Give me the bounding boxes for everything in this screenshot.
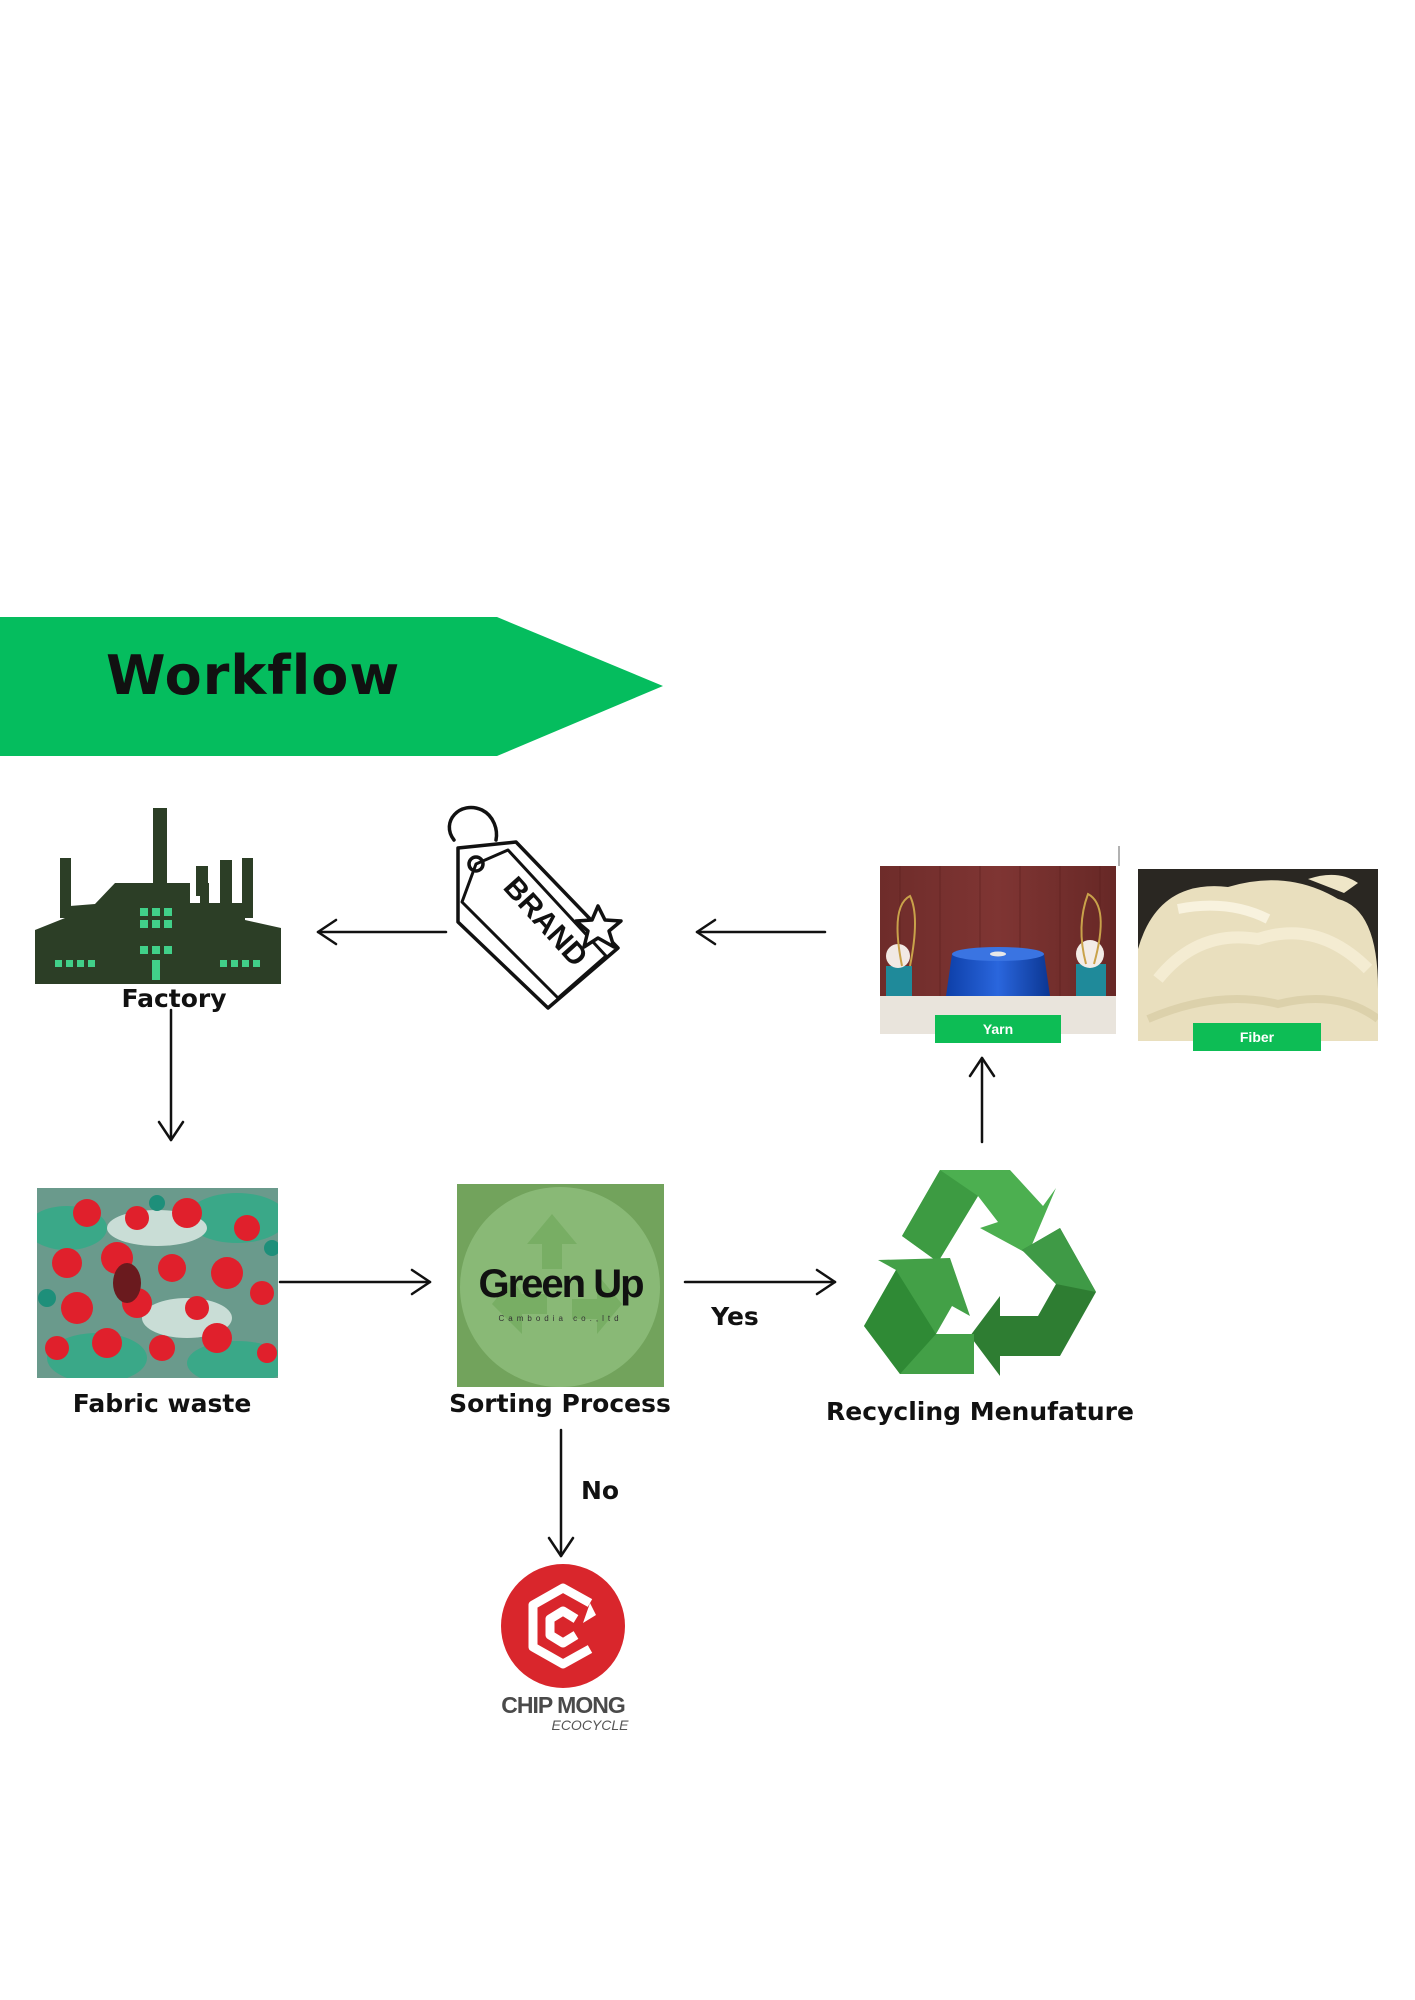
arrow-sorting-to-recycling — [683, 1268, 837, 1296]
chipmong-logo-icon — [501, 1564, 625, 1688]
chipmong-sub: ECOCYCLE — [551, 1717, 629, 1733]
yarn-tag: Yarn — [935, 1015, 1061, 1043]
price-tag-icon: BRAND — [447, 805, 623, 1010]
factory-icon — [35, 808, 281, 984]
factory-label: Factory — [121, 984, 227, 1013]
yes-label: Yes — [711, 1302, 759, 1331]
green-up-logo-text: Green Up — [478, 1262, 644, 1306]
page-title: Workflow — [106, 644, 401, 707]
arrow-brand-to-factory — [316, 918, 448, 946]
fabric-waste-photo — [37, 1188, 278, 1378]
arrow-products-to-brand — [695, 918, 827, 946]
arrow-recycling-to-products — [968, 1056, 996, 1144]
chipmong-name: CHIP MONG — [501, 1692, 625, 1718]
recycle-icon — [864, 1170, 1096, 1376]
arrow-factory-to-fabric-waste — [157, 1008, 185, 1142]
no-label: No — [580, 1476, 620, 1505]
green-up-logo-subtext: Cambodia co.,ltd — [498, 1314, 623, 1323]
arrow-fabric-to-sorting — [278, 1268, 432, 1296]
recycling-label: Recycling Menufature — [826, 1397, 1134, 1426]
fiber-tag: Fiber — [1193, 1023, 1321, 1051]
title-banner — [0, 617, 663, 756]
fabric-waste-label: Fabric waste — [72, 1389, 252, 1418]
yarn-photo — [880, 866, 1116, 1034]
green-up-logo: Green Up Cambodia co.,ltd — [457, 1184, 664, 1387]
fiber-photo — [1138, 869, 1378, 1041]
sorting-process-label: Sorting Process — [449, 1389, 671, 1418]
arrow-sorting-to-chipmong — [547, 1428, 575, 1558]
